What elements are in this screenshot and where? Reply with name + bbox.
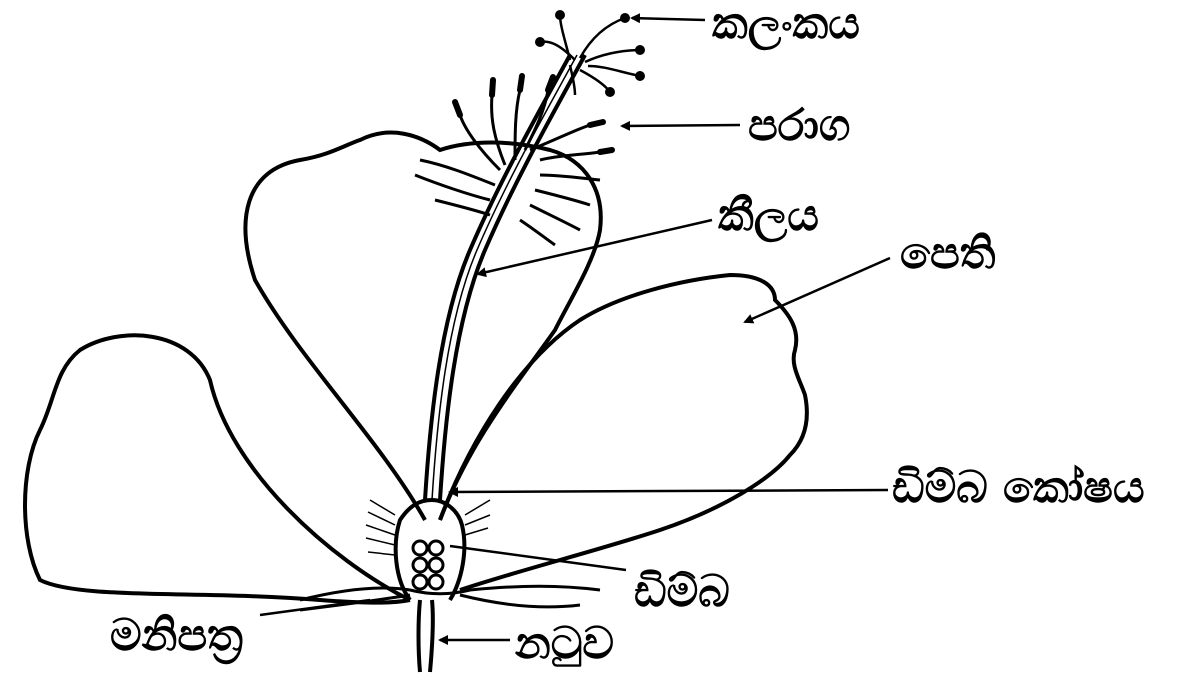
stalk (419, 600, 433, 672)
right-petal (440, 275, 807, 590)
arrow-stigma (632, 18, 705, 20)
label-stigma: කලංකය (712, 0, 860, 50)
ovules (413, 541, 443, 589)
label-sepals: මනිපත්‍ර (110, 610, 243, 664)
label-stalk: නටුව (515, 618, 614, 669)
style-column-mid (432, 55, 577, 500)
anthers (455, 76, 612, 152)
upper-petal (245, 133, 600, 520)
sepal-right (460, 595, 580, 607)
label-ovary-wall: ඩිම්බ කෝෂය (892, 462, 1145, 513)
left-petal (25, 335, 410, 602)
label-ovule: ඩිම්බ (634, 566, 730, 617)
arrow-sepals (260, 600, 370, 615)
label-petal: පෙති (900, 228, 996, 279)
arrow-ovary-wall (450, 490, 888, 492)
arrow-petal (745, 258, 890, 322)
arrow-anther (622, 125, 740, 126)
label-anther: පරාග (748, 100, 850, 151)
label-style: කීලය (718, 190, 819, 242)
arrow-style (478, 220, 712, 274)
